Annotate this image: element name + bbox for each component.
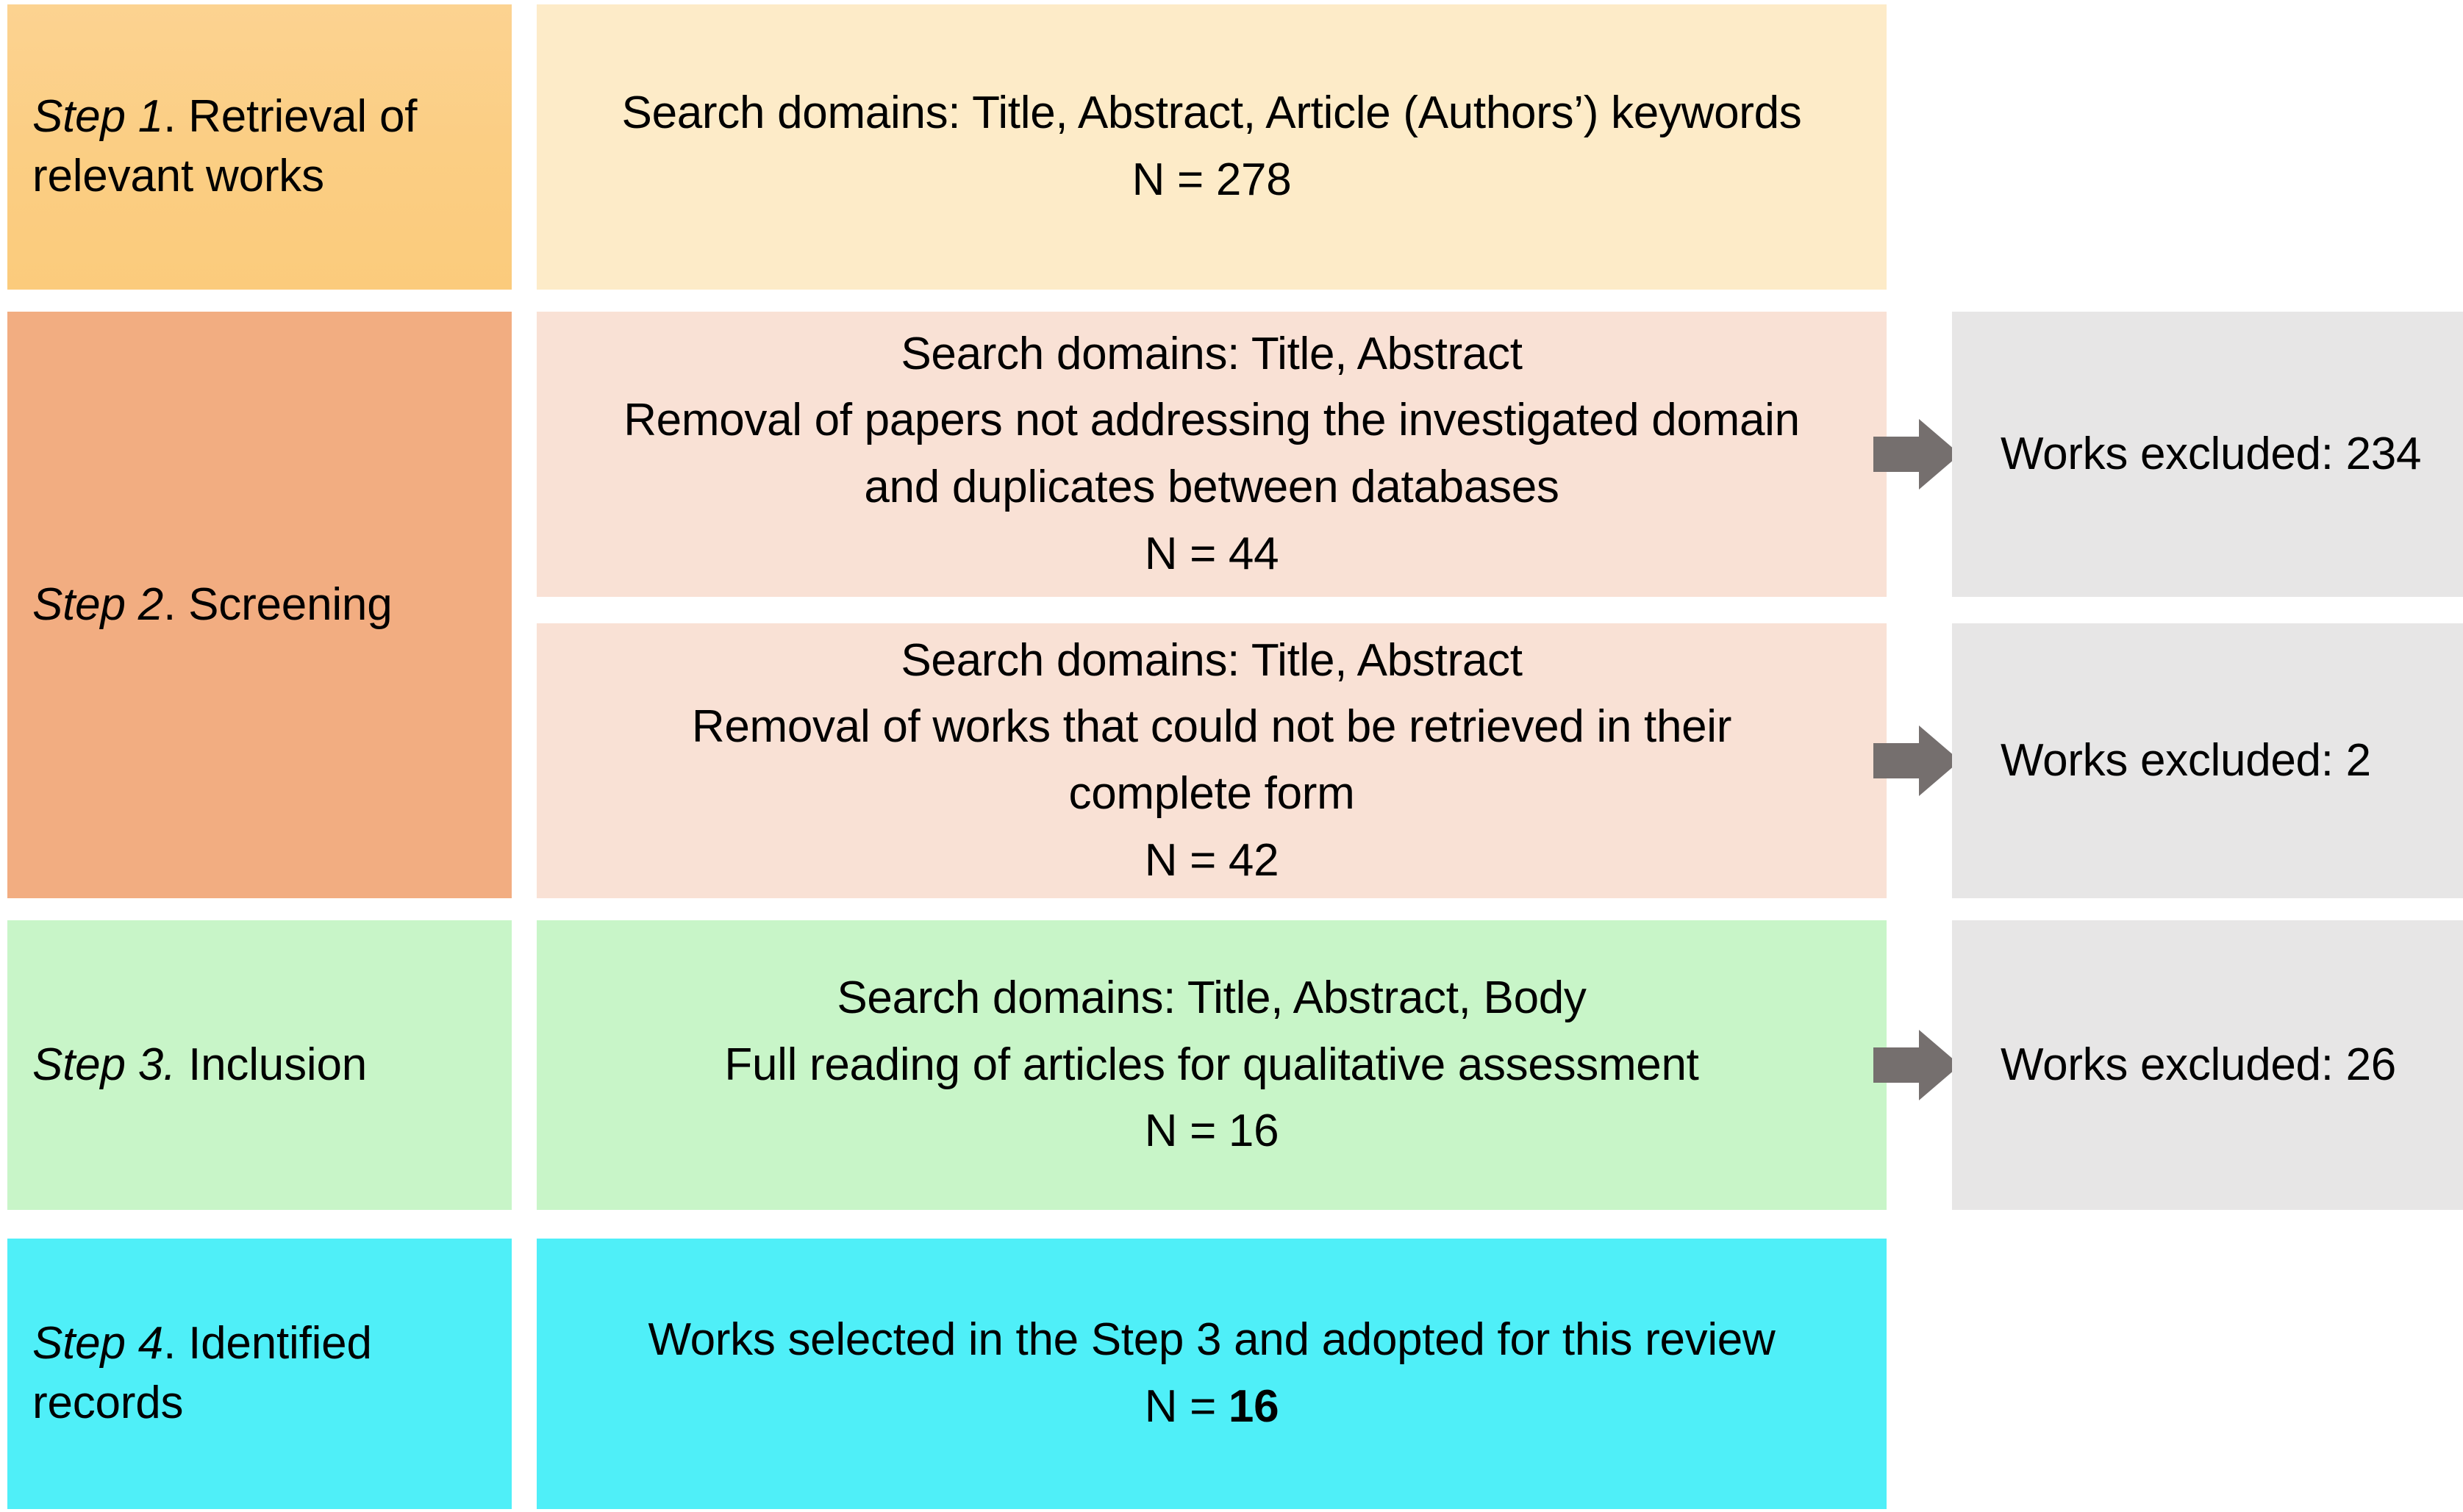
step-1-line-1: Search domains: Title, Abstract, Article… [621, 87, 1802, 139]
step-2-emphasis: Step 2 [32, 578, 164, 630]
step-2b-n-value: N = 42 [1144, 834, 1279, 886]
step-2-rest: . Screening [163, 578, 393, 630]
arrow-right-icon-3 [1873, 1030, 1960, 1100]
step-1-rest: . Retrieval of relevant works [32, 91, 418, 201]
excluded-label-3: Works excluded: 26 [2001, 1039, 2396, 1090]
step-4-label-box: Step 4. Identified records [7, 1239, 512, 1509]
step-3-line-1: Search domains: Title, Abstract, Body [837, 972, 1587, 1024]
step-2a-line-1: Search domains: Title, Abstract [901, 328, 1523, 379]
step-1-label-text: Step 1. Retrieval of relevant works [32, 87, 500, 206]
step-4-n-prefix: N = [1144, 1381, 1229, 1432]
arrow-right-icon-2 [1873, 725, 1960, 796]
step-2-content-box-1: Search domains: Title, Abstract Removal … [537, 312, 1887, 597]
step-2b-line-2: Removal of works that could not be retri… [691, 701, 1732, 753]
step-2-content-box-2: Search domains: Title, Abstract Removal … [537, 623, 1887, 898]
step-4-label-text: Step 4. Identified records [32, 1314, 500, 1433]
arrow-right-icon-1 [1873, 419, 1960, 490]
step-4-rest: . Identified records [32, 1318, 372, 1428]
arrow-shaft [1873, 437, 1923, 472]
step-3-rest: Inclusion [176, 1039, 368, 1090]
step-3-emphasis: Step 3. [32, 1039, 176, 1090]
step-2a-line-3: and duplicates between databases [864, 462, 1559, 512]
step-3-label-text: Step 3. Inclusion [32, 1036, 367, 1095]
excluded-box-3: Works excluded: 26 [1952, 920, 2463, 1210]
step-2-label-text: Step 2. Screening [32, 576, 393, 635]
step-4-n-value: 16 [1228, 1381, 1279, 1432]
step-2b-line-3: complete form [1068, 768, 1355, 819]
step-4-line-1: Works selected in the Step 3 and adopted… [648, 1314, 1776, 1366]
excluded-label-1: Works excluded: 234 [2001, 428, 2422, 479]
step-1-emphasis: Step 1 [32, 91, 164, 143]
step-1-content-box: Search domains: Title, Abstract, Article… [537, 4, 1887, 290]
step-2b-line-1: Search domains: Title, Abstract [901, 634, 1523, 686]
step-3-n-value: N = 16 [1144, 1106, 1279, 1157]
step-4-content-box: Works selected in the Step 3 and adopted… [537, 1239, 1887, 1509]
excluded-box-2: Works excluded: 2 [1952, 623, 2463, 898]
step-4-n-line: N = 16 [1145, 1374, 1279, 1441]
step-1-label-box: Step 1. Retrieval of relevant works [7, 4, 512, 290]
step-3-line-2: Full reading of articles for qualitative… [724, 1039, 1699, 1090]
excluded-label-2: Works excluded: 2 [2001, 734, 2371, 786]
step-3-content-box: Search domains: Title, Abstract, Body Fu… [537, 920, 1887, 1210]
arrow-shaft [1873, 1047, 1923, 1083]
excluded-box-1: Works excluded: 234 [1952, 312, 2463, 597]
step-1-n-value: N = 278 [1132, 154, 1292, 205]
arrow-shaft [1873, 743, 1923, 778]
step-3-label-box: Step 3. Inclusion [7, 920, 512, 1210]
step-2a-line-2: Removal of papers not addressing the inv… [623, 395, 1800, 446]
step-2a-n-value: N = 44 [1144, 528, 1279, 579]
step-4-emphasis: Step 4 [32, 1318, 164, 1369]
step-2-label-box: Step 2. Screening [7, 312, 512, 898]
